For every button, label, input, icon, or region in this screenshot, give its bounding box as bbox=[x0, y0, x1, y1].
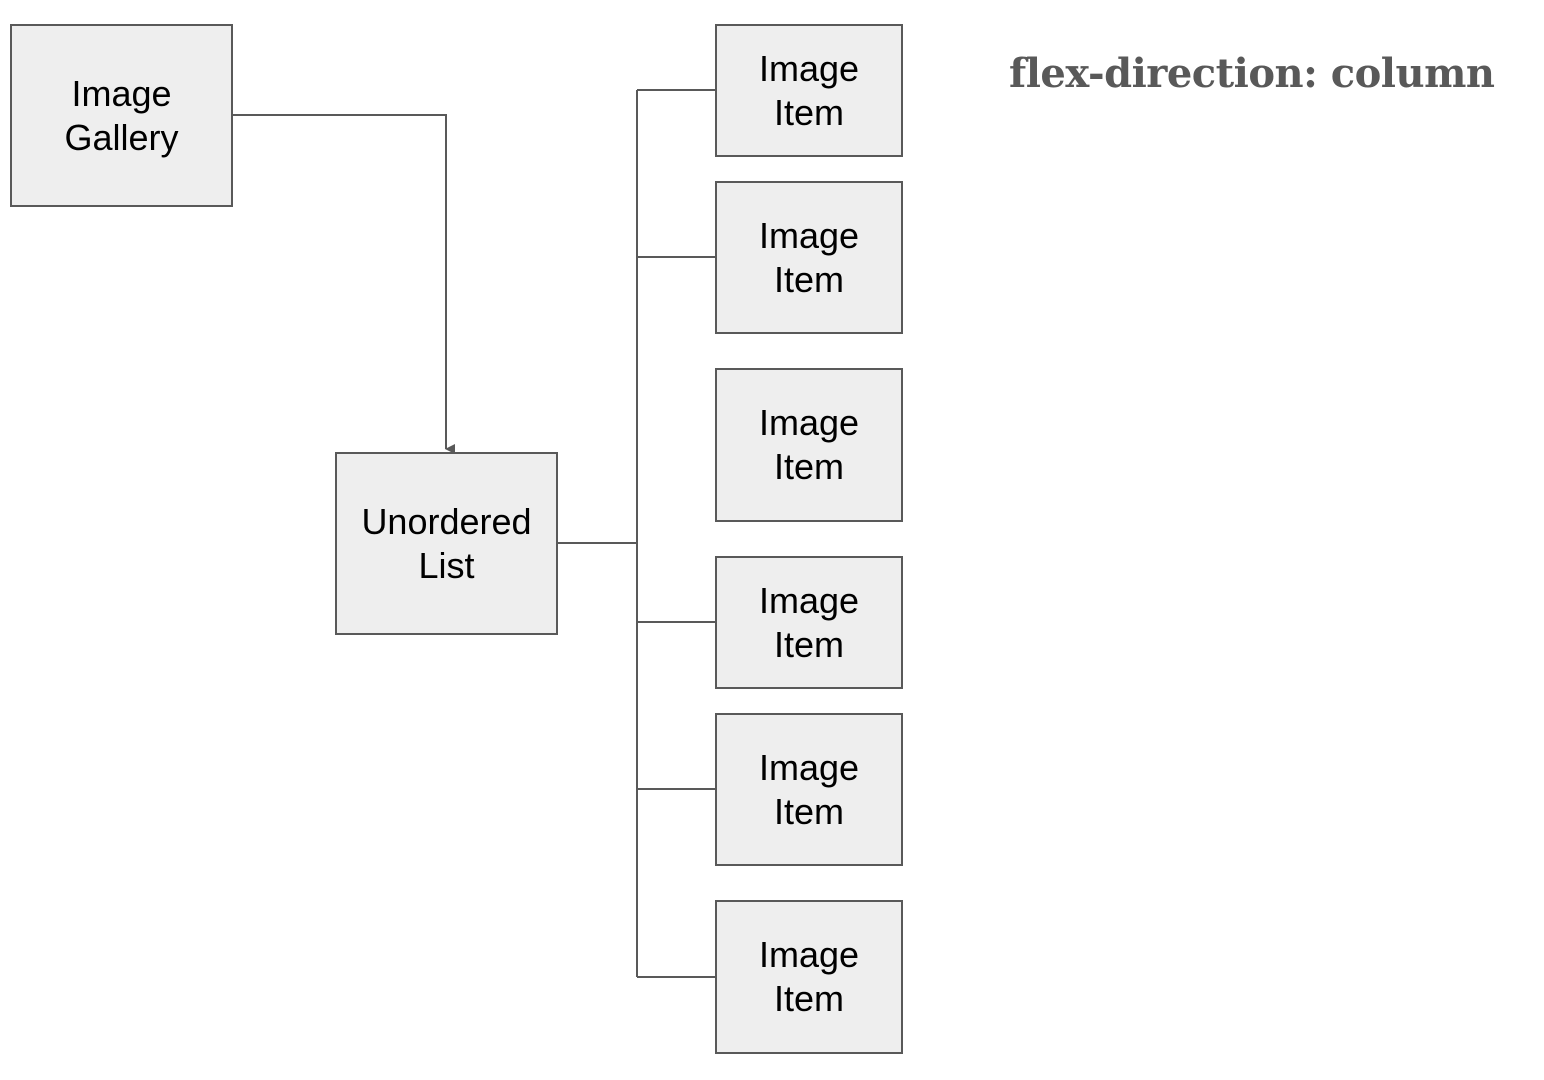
unordered-list-label-line2: List bbox=[418, 544, 475, 586]
image-item-node-6: Image Item bbox=[715, 900, 903, 1054]
image-item-4-label-line1: Image bbox=[758, 579, 860, 621]
image-item-1-label-line1: Image bbox=[758, 47, 860, 89]
unordered-list-node: Unordered List bbox=[335, 452, 558, 635]
image-item-node-3: Image Item bbox=[715, 368, 903, 522]
image-item-node-4: Image Item bbox=[715, 556, 903, 689]
image-gallery-node: Image Gallery bbox=[10, 24, 233, 207]
gallery-to-list-arrow bbox=[233, 114, 455, 454]
image-gallery-label-line2: Gallery bbox=[64, 116, 179, 158]
image-item-node-1: Image Item bbox=[715, 24, 903, 157]
unordered-list-label-line1: Unordered bbox=[361, 500, 532, 542]
image-item-3-label-line2: Item bbox=[773, 446, 844, 487]
image-item-4-label-line2: Item bbox=[773, 623, 844, 665]
image-item-1-label-line2: Item bbox=[773, 91, 844, 133]
image-item-node-5: Image Item bbox=[715, 713, 903, 866]
image-item-3-label-line1: Image bbox=[758, 402, 860, 443]
image-item-6-label-line1: Image bbox=[758, 934, 860, 975]
diagram-title: flex-direction: column bbox=[1009, 50, 1495, 97]
image-item-node-2: Image Item bbox=[715, 181, 903, 334]
image-item-2-label-line1: Image bbox=[758, 214, 860, 256]
image-item-5-label-line1: Image bbox=[758, 746, 860, 788]
image-item-5-label-line2: Item bbox=[773, 790, 844, 832]
image-item-6-label-line2: Item bbox=[773, 978, 844, 1019]
image-item-2-label-line2: Item bbox=[773, 258, 844, 300]
image-gallery-label-line1: Image bbox=[71, 72, 172, 114]
